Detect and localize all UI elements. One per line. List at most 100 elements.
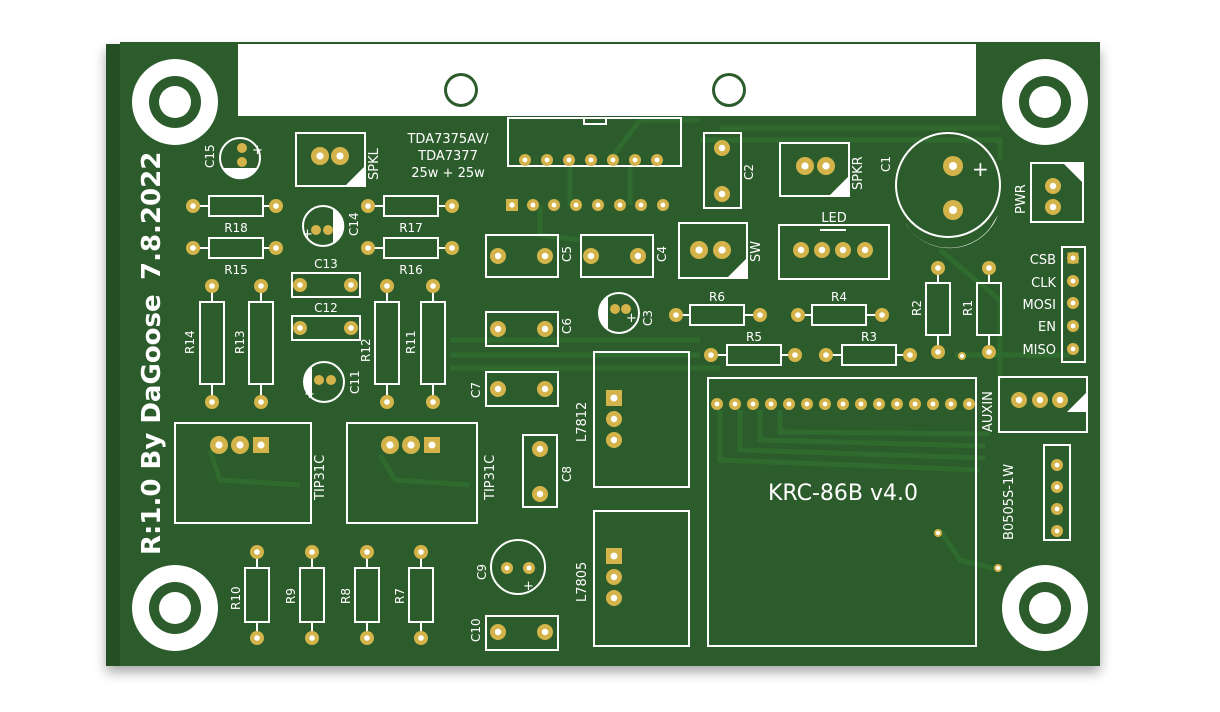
pad-drill — [818, 246, 826, 254]
pad-drill — [573, 202, 579, 208]
pad-drill — [1049, 182, 1057, 190]
pad-drill — [541, 252, 549, 260]
label-r12: R12 — [359, 338, 373, 362]
pad-drill — [757, 312, 763, 318]
pad-drill — [879, 312, 885, 318]
pad-drill — [316, 152, 324, 160]
pad-drill — [430, 283, 436, 289]
label-r5: R5 — [746, 330, 762, 344]
pad-drill — [1070, 255, 1076, 261]
pad-drill — [996, 566, 1000, 570]
label-c8: C8 — [560, 466, 574, 482]
label-miso: MISO — [1022, 343, 1056, 358]
pad-drill — [1070, 346, 1076, 352]
label-en: EN — [1038, 320, 1056, 335]
pad-drill — [541, 628, 549, 636]
label-c12: C12 — [314, 301, 338, 315]
pad-drill — [634, 252, 642, 260]
pad-drill — [960, 354, 964, 358]
label-c13: C13 — [314, 257, 338, 271]
pad-drill — [494, 628, 502, 636]
pad-drill — [1056, 396, 1064, 404]
label-r2: R2 — [910, 300, 924, 316]
pad-drill — [257, 441, 265, 449]
label-c14: C14 — [347, 212, 361, 236]
label-r18: R18 — [224, 221, 248, 235]
pad-drill — [595, 202, 601, 208]
label-sw: SW — [749, 241, 764, 262]
pad-drill — [1049, 203, 1057, 211]
label-b0505s: B0505S-1W — [1002, 464, 1017, 540]
pad-drill — [258, 283, 264, 289]
pad-drill — [209, 283, 215, 289]
pad-drill — [750, 401, 756, 407]
pad-drill — [348, 325, 354, 331]
plus-c11: + — [304, 387, 315, 402]
pad-drill — [364, 549, 370, 555]
pad-drill — [935, 349, 941, 355]
label-r3: R3 — [861, 330, 877, 344]
label-r17: R17 — [399, 221, 423, 235]
mounting-holes — [132, 59, 1088, 651]
pad-drill — [449, 203, 455, 209]
label-l7805: L7805 — [575, 562, 590, 602]
label-c1: C1 — [879, 156, 893, 172]
pad-drill — [732, 401, 738, 407]
pad-drill — [215, 441, 223, 449]
pad-drill — [695, 246, 703, 254]
pad-drill — [364, 635, 370, 641]
label-clk: CLK — [1031, 276, 1056, 291]
pad-drill — [861, 246, 869, 254]
pad-drill — [792, 352, 798, 358]
pads — [186, 140, 1079, 645]
pad-drill — [638, 202, 644, 208]
pad-drill — [718, 144, 726, 152]
pad-drill — [430, 399, 436, 405]
pad-drill — [840, 401, 846, 407]
label-r8: R8 — [339, 588, 353, 604]
pad-drill — [536, 490, 544, 498]
pad-drill — [384, 399, 390, 405]
pad-drill — [418, 549, 424, 555]
pad-drill — [1054, 484, 1060, 490]
pad-drill — [273, 245, 279, 251]
pad-drill — [494, 252, 502, 260]
label-r6: R6 — [709, 290, 725, 304]
pad-drill — [660, 202, 666, 208]
pad-drill — [797, 246, 805, 254]
label-r1: R1 — [961, 300, 975, 316]
pad-drill — [632, 157, 638, 163]
pad-drill — [522, 157, 528, 163]
pad-drill — [386, 441, 394, 449]
label-spkr: SPKR — [851, 156, 866, 190]
pad-drill — [1070, 323, 1076, 329]
pad-drill — [949, 162, 957, 170]
pad-drill — [894, 401, 900, 407]
pad-drill — [839, 246, 847, 254]
pad-drill — [786, 401, 792, 407]
label-c9: C9 — [475, 564, 489, 580]
pad-drill — [384, 283, 390, 289]
pad-drill — [617, 202, 623, 208]
plus-c15: + — [252, 143, 263, 158]
label-tip31c-1: TIP31C — [313, 455, 328, 501]
pad-drill — [822, 401, 828, 407]
pad-drill — [610, 552, 618, 560]
pad-drill — [541, 325, 549, 333]
label-r7: R7 — [393, 588, 407, 604]
pad-drill — [297, 325, 303, 331]
pad-drill — [428, 441, 436, 449]
pad-drill — [610, 394, 618, 402]
pad-drill — [254, 549, 260, 555]
label-spkl: SPKL — [367, 147, 382, 180]
pad-drill — [768, 401, 774, 407]
electrolytic-caps — [219, 137, 640, 403]
pad-drill — [654, 157, 660, 163]
pad-drill — [365, 245, 371, 251]
label-r13: R13 — [233, 330, 247, 354]
pad-drill — [822, 162, 830, 170]
pad-drill — [610, 436, 618, 444]
label-c3: C3 — [641, 310, 655, 326]
pad-drill — [297, 282, 303, 288]
